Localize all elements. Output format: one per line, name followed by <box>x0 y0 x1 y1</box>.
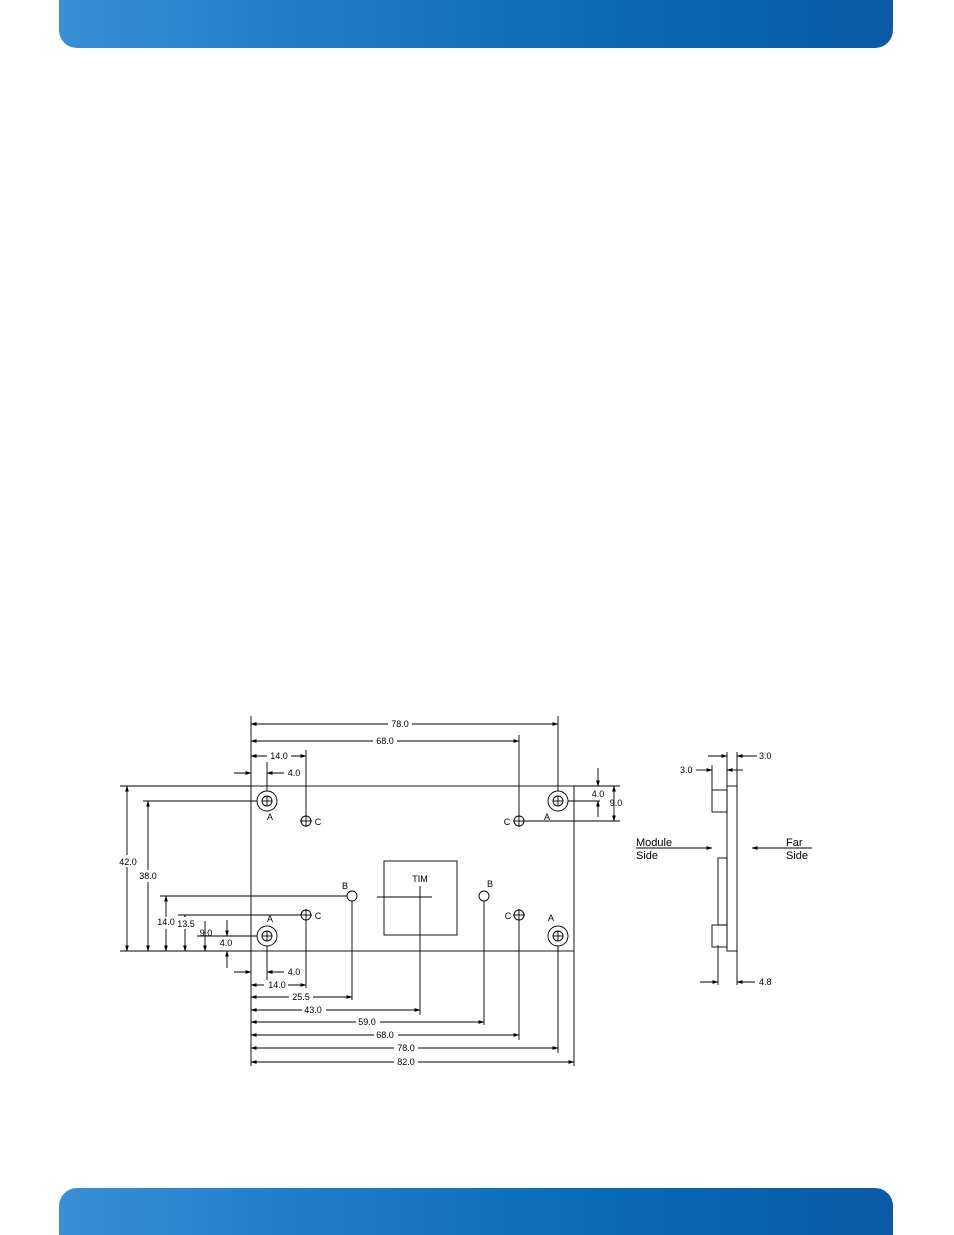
dim-bottom-59: 59.0 <box>358 1017 376 1027</box>
board-outline <box>251 786 574 951</box>
hole-a-label: A <box>548 913 554 923</box>
hole-a-label: A <box>544 812 550 822</box>
tim-area <box>384 861 457 935</box>
dim-bottom-68: 68.0 <box>376 1030 394 1040</box>
hole-b-left <box>347 891 357 901</box>
hole-c-top-left <box>300 815 312 827</box>
dim-left-13-5: 13.5 <box>177 919 195 929</box>
side-view <box>712 752 737 985</box>
dim-left-14: 14.0 <box>157 917 175 927</box>
hole-c-top-right <box>513 815 525 827</box>
hole-a-bottom-right <box>548 926 568 946</box>
dim-bottom-78: 78.0 <box>397 1043 415 1053</box>
dim-right-9: 9.0 <box>610 798 623 808</box>
hole-c-label: C <box>505 911 512 921</box>
dim-bottom-43: 43.0 <box>304 1005 322 1015</box>
dim-bottom-25-5: 25.5 <box>292 992 310 1002</box>
dim-bottom-4: 4.0 <box>288 967 301 977</box>
far-side-label-line2: Side <box>786 850 808 862</box>
dim-side-3-top: 3.0 <box>759 751 772 761</box>
hole-c-label: C <box>504 817 511 827</box>
dim-right-4: 4.0 <box>592 789 605 799</box>
hole-b-label: B <box>487 879 493 889</box>
tim-label: TIM <box>412 874 428 884</box>
dim-top-14: 14.0 <box>270 751 288 761</box>
dim-left-42: 42.0 <box>119 857 137 867</box>
hole-a-label: A <box>267 812 273 822</box>
hole-c-bottom-left <box>300 909 312 921</box>
hole-a-label: A <box>267 914 273 924</box>
hole-b-right <box>479 891 489 901</box>
hole-a-top-right <box>548 791 568 811</box>
hole-b-label: B <box>342 881 348 891</box>
dim-left-38: 38.0 <box>139 871 157 881</box>
hole-c-label: C <box>315 911 322 921</box>
module-side-label-line2: Side <box>636 850 658 862</box>
dim-left-9: 9.0 <box>200 928 213 938</box>
hole-a-bottom-left <box>257 926 277 946</box>
dim-bottom-14: 14.0 <box>268 980 286 990</box>
dim-top-78: 78.0 <box>391 719 409 729</box>
hole-c-label: C <box>315 817 322 827</box>
far-side-label-line1: Far <box>786 837 803 849</box>
hole-c-bottom-right <box>513 909 525 921</box>
dim-top-68: 68.0 <box>376 736 394 746</box>
dim-top-4: 4.0 <box>288 768 301 778</box>
hole-a-top-left <box>257 791 277 811</box>
dim-left-4: 4.0 <box>220 938 233 948</box>
dim-side-4-8: 4.8 <box>759 977 772 987</box>
dim-bottom-82: 82.0 <box>397 1057 415 1067</box>
dim-side-3-left: 3.0 <box>680 765 693 775</box>
module-side-label-line1: Module <box>636 837 672 849</box>
